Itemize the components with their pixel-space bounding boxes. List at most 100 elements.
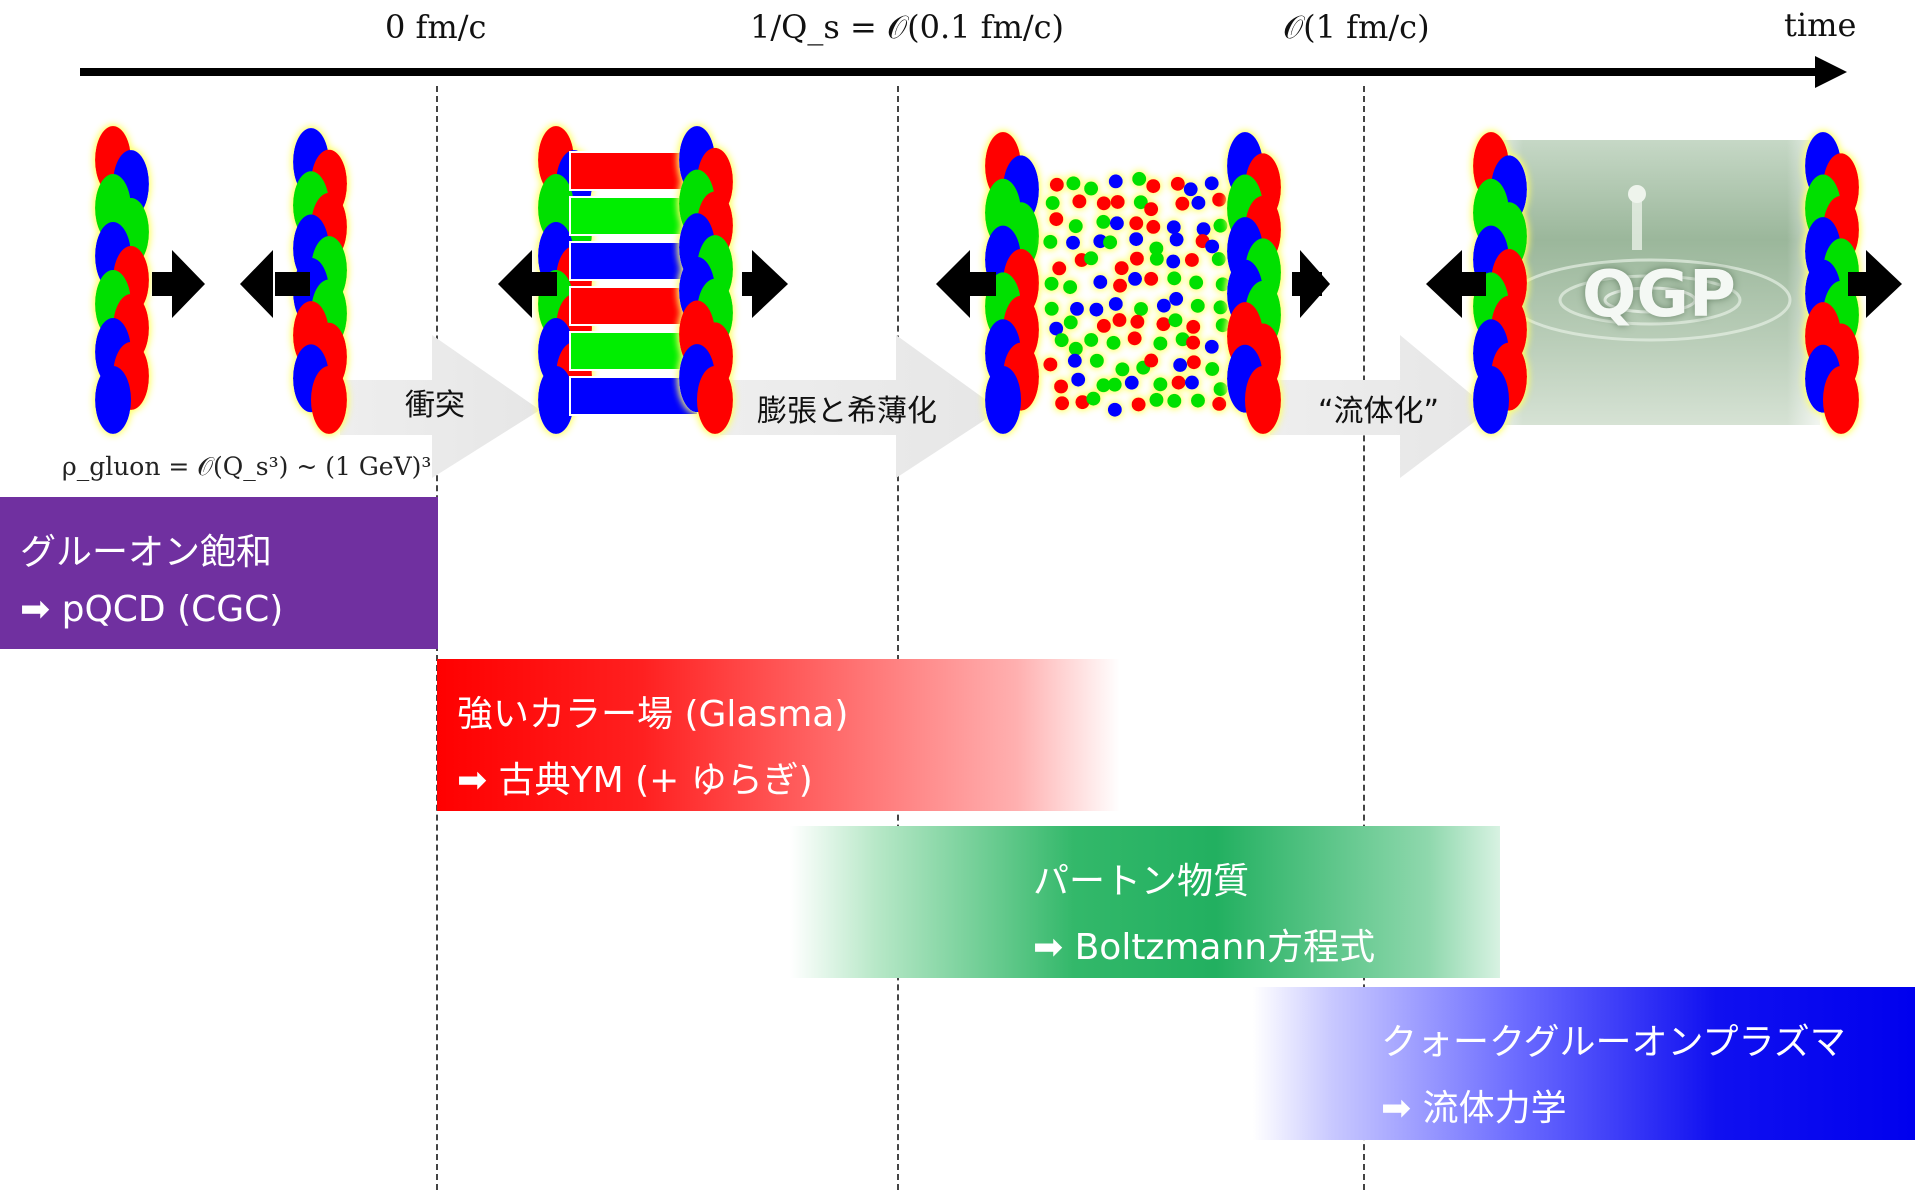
expansion-arrow [720,335,1000,478]
parton-dot [1068,341,1083,356]
parton-dot [1063,280,1078,295]
parton-dot [1186,319,1201,334]
parton-dot [1103,235,1118,250]
parton-dot [1204,176,1219,191]
parton-dot [1153,377,1168,392]
parton-dot [1110,194,1125,209]
parton-dot [1068,219,1083,234]
gluon-blob [538,366,574,434]
parton-dot [1134,301,1149,316]
parton-dot [1054,379,1069,394]
parton-dot [1128,271,1143,286]
parton-dot [1107,377,1122,392]
time-mark-saturation: 1/Q_s = 𝒪(0.1 fm/c) [750,8,1065,46]
label-collision: 衝突 [405,388,465,423]
color-flux-tubes [569,151,699,416]
parton-dot [1096,214,1111,229]
parton-dot [1063,315,1078,330]
parton-dot [1133,195,1148,210]
gluon-blob [1473,366,1509,434]
parton-dot [1190,298,1205,313]
parton-dots [1043,171,1230,417]
parton-dot [1052,261,1067,276]
nucleus-stage1-left [95,126,149,434]
parton-dot [1213,300,1228,315]
parton-dot [1129,216,1144,231]
parton-dot [1071,372,1086,387]
band-title: 強いカラー場 (Glasma) [457,694,849,735]
collision-illustration [95,126,1902,478]
band-title: グルーオン飽和 [20,532,273,573]
gluon-blob [985,366,1021,434]
time-mark-0: 0 fm/c [385,8,487,46]
parton-dot [1168,313,1183,328]
band-glasma: 強いカラー場 (Glasma) ➡ 古典YM (+ ゆらぎ) [437,659,1120,811]
parton-dot [1093,275,1108,290]
parton-dot [1045,196,1060,211]
parton-dot [1130,314,1145,329]
parton-dot [1149,251,1164,266]
parton-dot [1171,375,1186,390]
divider-1fm [1363,86,1365,1190]
motion-arrow-left [1426,250,1486,318]
parton-dot [1149,241,1164,256]
parton-dot [1167,393,1182,408]
parton-dot [1084,181,1099,196]
parton-dot [1146,219,1161,234]
parton-dot [1156,317,1171,332]
parton-dot [1156,298,1171,313]
nucleus-stage4-right [1805,132,1859,434]
parton-dot [1131,397,1146,412]
divider-saturation [897,86,899,1190]
parton-dot [1144,202,1159,217]
parton-dot [1196,222,1211,237]
nucleus-stage3-right [1227,132,1281,434]
parton-dot [1153,336,1168,351]
time-axis-arrowhead [1815,56,1847,88]
parton-dot [1186,355,1201,370]
parton-dot [1189,275,1204,290]
parton-dot [1212,396,1227,411]
band-method: ➡ 古典YM (+ ゆらぎ) [457,760,813,801]
parton-dot [1115,362,1130,377]
band-method: ➡ pQCD (CGC) [20,589,284,630]
parton-dot [1067,353,1082,368]
parton-dot [1191,195,1206,210]
band-title: クォークグルーオンプラズマ [1381,1022,1846,1063]
parton-dot [1213,382,1228,397]
parton-dot [1086,391,1101,406]
parton-dot [1205,239,1220,254]
parton-dot [1215,318,1230,333]
parton-dot [1149,392,1164,407]
gluon-blob [697,366,733,434]
time-mark-1fm: 𝒪(1 fm/c) [1283,8,1430,46]
parton-dot [1096,378,1111,393]
parton-dot [1190,393,1205,408]
parton-dot [1096,318,1111,333]
parton-dot [1049,212,1064,227]
parton-dot [1144,353,1159,368]
parton-dot [1175,332,1190,347]
parton-dot [1069,301,1084,316]
parton-dot [1112,313,1127,328]
parton-dot [1144,271,1159,286]
parton-dot [1129,232,1144,247]
gluon-blob [1823,366,1859,434]
parton-dot [1109,216,1124,231]
parton-dot [1072,194,1087,209]
parton-dot [1066,176,1081,191]
motion-arrow-left [936,250,996,318]
parton-dot [1114,261,1129,276]
collision-arrow [340,335,540,478]
band-qgp: クォークグルーオンプラズマ ➡ 流体力学 [1253,987,1915,1140]
parton-dot [1184,252,1199,267]
parton-dot [1089,353,1104,368]
parton-dot [1108,296,1123,311]
motion-arrow-right [1292,250,1330,318]
parton-dot [1084,251,1099,266]
parton-dot [1108,174,1123,189]
parton-dot [1096,196,1111,211]
label-expansion: 膨張と希薄化 [757,394,937,429]
parton-dot [1166,220,1181,235]
gluon-blob [311,366,347,434]
